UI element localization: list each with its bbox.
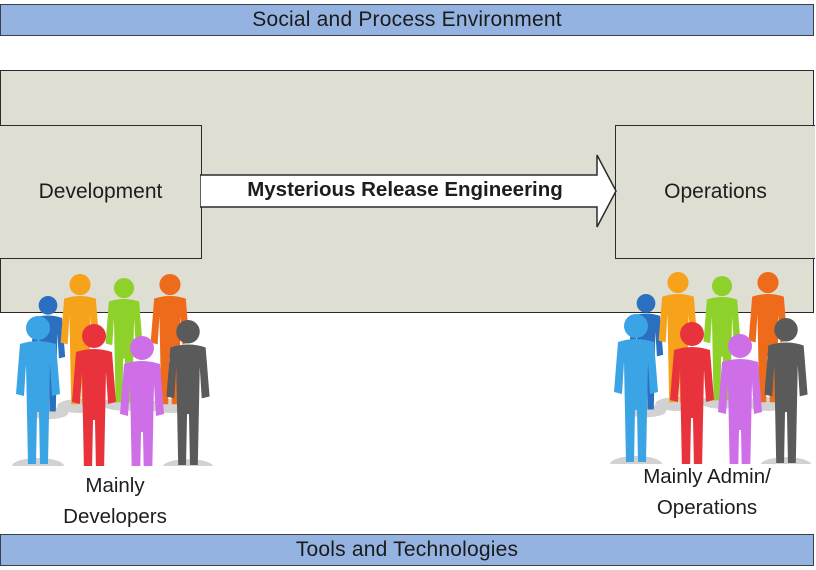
developers-label-line1: Mainly [85,474,145,497]
person-icon [670,322,714,464]
person-icon [610,314,662,464]
person-icon [120,336,164,466]
operations-group-label: Mainly Admin/ Operations [612,461,802,523]
operations-crowd [610,272,812,464]
person-icon [12,316,64,466]
person-icon [760,318,812,464]
development-stage: Development [0,125,202,259]
person-icon [57,274,103,414]
social-process-environment-label: Social and Process Environment [252,8,562,31]
developers-group-label: Mainly Developers [40,470,190,532]
right-arrow-icon [200,154,617,228]
person-icon [72,324,116,466]
tools-technologies-label: Tools and Technologies [295,538,519,561]
operations-stage: Operations [615,125,815,259]
person-icon [162,320,214,466]
developers-crowd [12,274,214,466]
operations-label: Operations [664,180,767,203]
operations-label-line1: Mainly Admin/ [643,465,771,488]
operations-label-line2: Operations [656,496,758,519]
developers-label-line2: Developers [63,505,167,528]
person-icon [718,334,762,464]
tools-technologies-band: Tools and Technologies [0,534,814,566]
release-engineering-label: Mysterious Release Engineering [247,178,563,201]
development-label: Development [38,180,163,203]
social-process-environment-band: Social and Process Environment [0,4,814,36]
